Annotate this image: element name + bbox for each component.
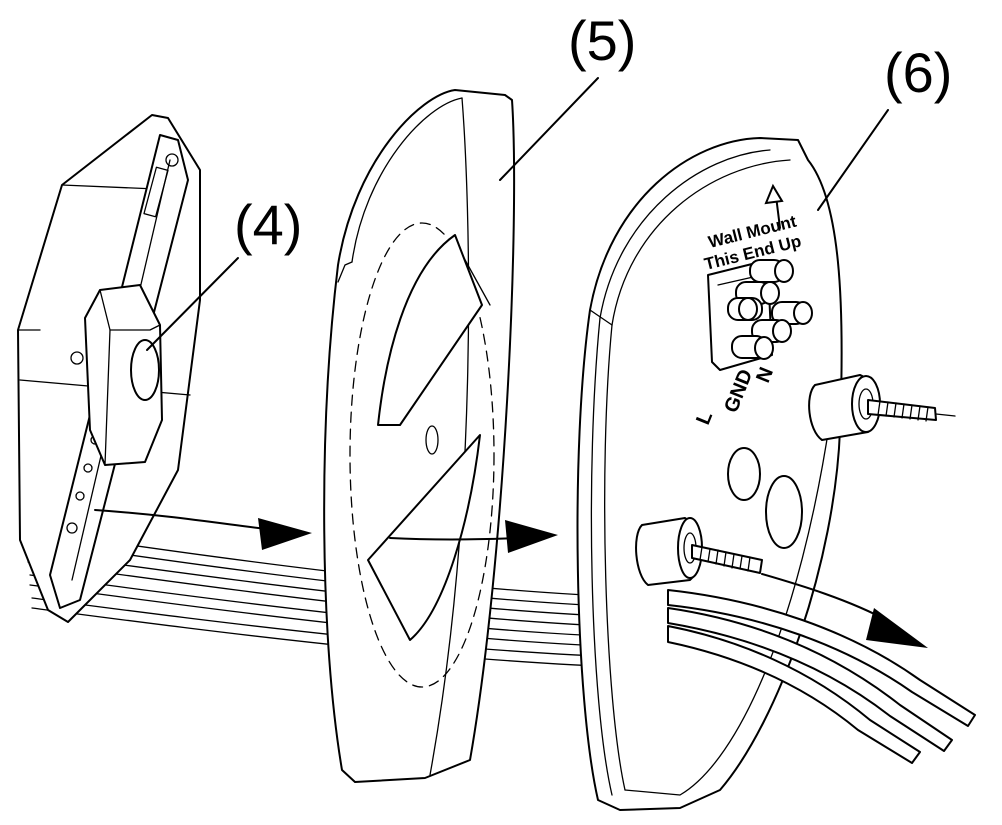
standoff-screw-lower — [635, 517, 763, 586]
plate-holes — [727, 447, 803, 549]
callout-label-6: (6) — [884, 41, 952, 104]
exit-wires — [667, 589, 976, 764]
callout-4: (4) — [146, 193, 302, 351]
nut-bracket — [84, 284, 163, 466]
insertion-arrow-1 — [94, 509, 312, 550]
terminal-posts — [727, 259, 813, 360]
callout-label-4: (4) — [234, 193, 302, 256]
plate-label: Wall Mount This End Up — [702, 183, 803, 274]
callout-6: (6) — [817, 41, 952, 211]
insertion-arrow-2 — [389, 520, 558, 553]
callout-label-5: (5) — [568, 9, 636, 72]
gasket — [323, 89, 516, 783]
standoff-screw-upper — [808, 374, 956, 441]
exit-arrow — [761, 573, 928, 648]
callout-5: (5) — [499, 9, 636, 181]
